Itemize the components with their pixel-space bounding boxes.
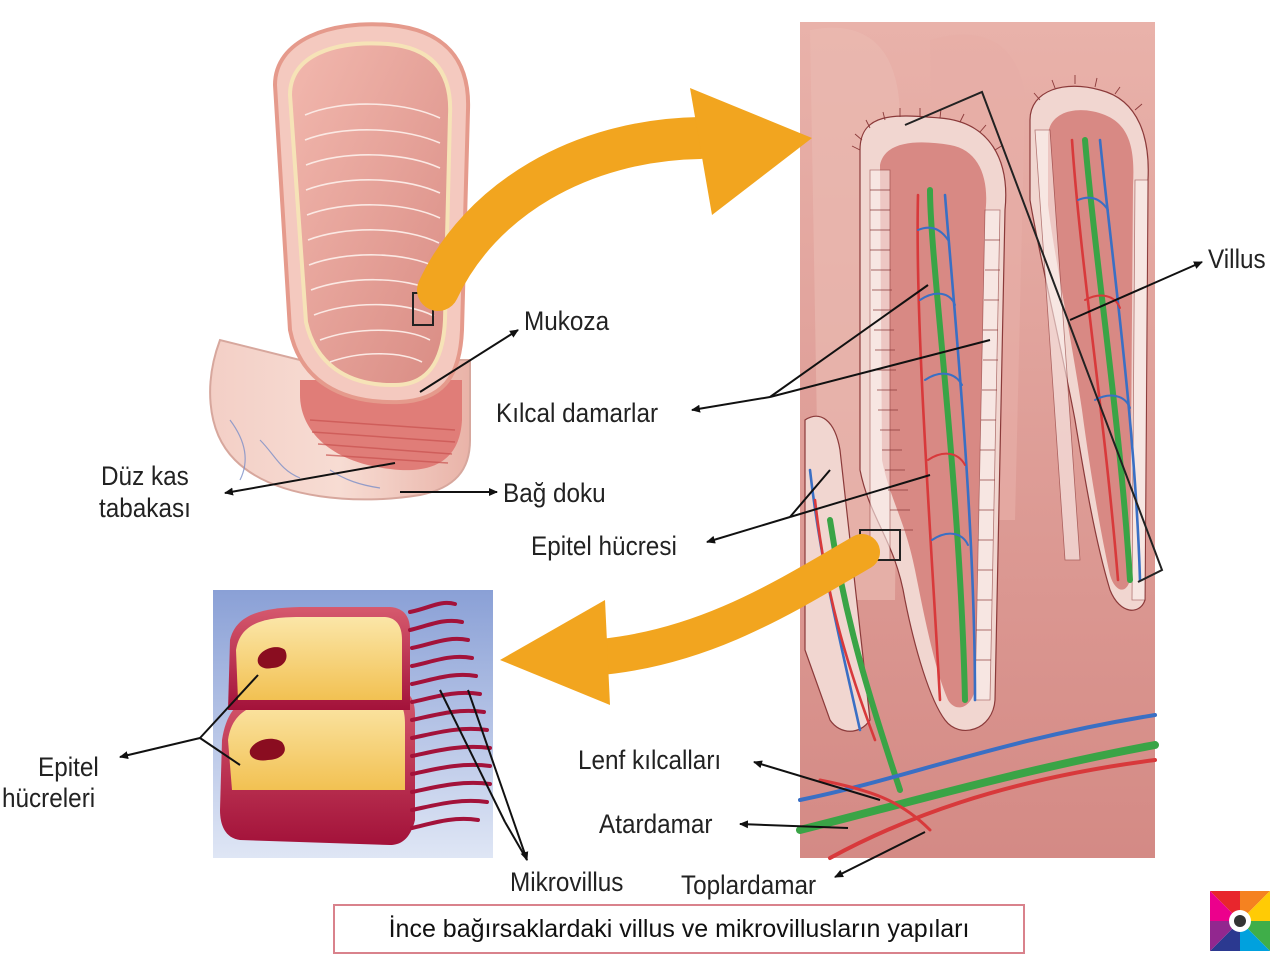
epithelial-cell-inset — [213, 590, 493, 858]
label-villus: Villus — [1208, 244, 1266, 274]
label-toplardamar: Toplardamar — [681, 870, 817, 900]
label-mukoza: Mukoza — [524, 306, 610, 336]
label-lenf-kilcallari: Lenf kılcalları — [578, 745, 722, 775]
label-epitel-hucreleri-line2: hücreleri — [2, 783, 96, 813]
site-logo — [1205, 886, 1275, 956]
label-bag-doku: Bağ doku — [503, 478, 606, 508]
label-mikrovillus: Mikrovillus — [510, 867, 624, 897]
label-epitel-hucreleri-line1: Epitel — [38, 752, 99, 782]
label-atardamar: Atardamar — [599, 809, 713, 839]
label-duz-kas-line2: tabakası — [99, 493, 191, 523]
label-kilcal-damarlar: Kılcal damarlar — [496, 398, 659, 428]
figure-caption: İnce bağırsaklardaki villus ve mikrovill… — [333, 904, 1025, 954]
label-epitel-hucresi: Epitel hücresi — [531, 531, 677, 561]
orange-arrow-top — [417, 88, 812, 311]
label-duz-kas-line1: Düz kas — [101, 461, 189, 491]
orange-arrow-bottom — [500, 534, 880, 705]
leader-lines — [119, 261, 1203, 878]
villus-panel — [796, 22, 1164, 860]
intestine-illustration — [209, 22, 471, 501]
